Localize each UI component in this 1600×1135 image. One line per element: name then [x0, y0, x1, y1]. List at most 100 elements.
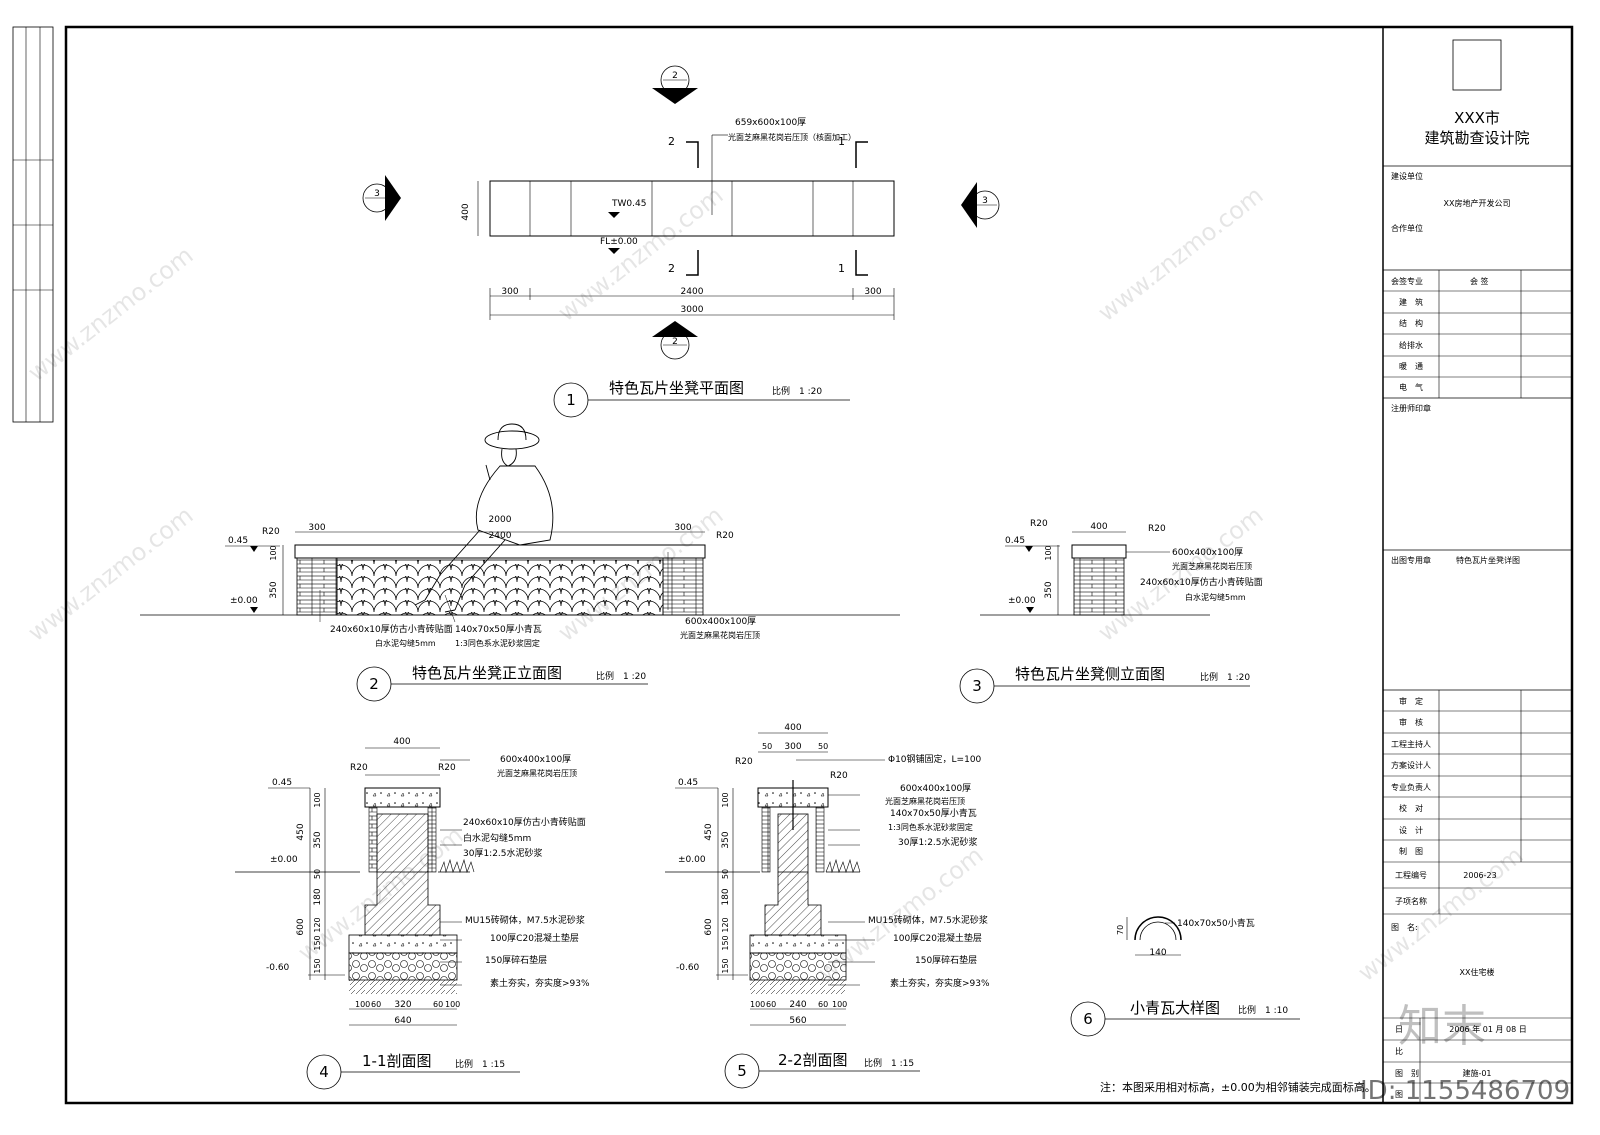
discipline-struct: 结 构 [1399, 318, 1423, 328]
partner-label: 合作单位 [1391, 223, 1423, 233]
s11-note-gravel: 150厚碎石垫层 [485, 954, 547, 966]
view3-number: 3 [972, 677, 982, 695]
plan-dim-300-right: 300 [864, 287, 881, 297]
front-cap [294, 544, 706, 559]
side-dim-100: 100 [1044, 545, 1053, 560]
svg-text:2: 2 [672, 71, 678, 81]
s11-bot-100-b: 100 [445, 1000, 460, 1009]
s22-dim-180: 180 [721, 888, 731, 905]
sheet-border [64, 25, 1574, 1105]
sheet-label: 图 别 [1395, 1069, 1419, 1078]
s11-note-mortar: 30厚1:2.5水泥砂浆 [463, 847, 543, 859]
view5-title: 2-2剖面图 [778, 1051, 848, 1069]
role-draw: 制 图 [1399, 846, 1423, 856]
project-no-label: 工程编号 [1395, 870, 1427, 880]
s11-bot-640: 640 [394, 1016, 411, 1026]
plan-dim-2400: 2400 [681, 287, 704, 297]
front-level-045: 0.45 [228, 536, 248, 546]
front-level-000: ±0.00 [230, 596, 258, 606]
s11-r20-left: R20 [350, 763, 368, 773]
purpose-label: 出图专用章 [1391, 555, 1431, 565]
plan-view: 659x600x100厚 光面芝麻黑花岗岩压顶（核面加工） TW0.45 FL±… [362, 65, 1000, 418]
s22-level-000: ±0.00 [678, 855, 706, 865]
role-check: 校 对 [1399, 803, 1423, 813]
front-dim-2000: 2000 [489, 515, 512, 525]
plan-fl-level: FL±0.00 [600, 237, 638, 247]
sheet-no-label: 图 [1395, 1090, 1403, 1099]
org-city: XXX市 [1454, 109, 1500, 127]
plan-dim-width: 400 [461, 203, 471, 220]
s11-dim-100: 100 [313, 792, 322, 807]
view6-title: 小青瓦大样图 [1130, 999, 1220, 1017]
front-dim-2400: 2400 [489, 531, 512, 541]
s22-dim-50-left: 50 [762, 742, 772, 751]
role-pm: 工程主持人 [1391, 739, 1431, 749]
tile-panel [336, 559, 664, 616]
svg-text:3: 3 [374, 189, 380, 199]
owner-value: XX房地产开发公司 [1444, 198, 1511, 208]
s22-dim-450: 450 [704, 823, 714, 840]
s11-level-045: 0.45 [272, 778, 292, 788]
side-r20-right: R20 [1148, 524, 1166, 534]
s22-dim-400: 400 [784, 723, 801, 733]
discipline-plumb: 给排水 [1399, 340, 1423, 350]
side-note-cap-size: 600x400x100厚 [1172, 547, 1243, 558]
discipline-elec: 电 气 [1399, 382, 1423, 392]
tile-dim-height: 70 [1116, 925, 1125, 935]
front-note-brick: 240x60x10厚仿古小青砖贴面 [330, 623, 453, 635]
plan-dim-300-left: 300 [501, 287, 518, 297]
front-note-cap-size: 600x400x100厚 [685, 616, 756, 627]
s22-r20-right: R20 [830, 771, 848, 781]
view3-title: 特色瓦片坐凳侧立面图 [1015, 665, 1165, 683]
s11-note-cap-material: 光面芝麻黑花岗岩压顶 [497, 768, 577, 778]
s11-dim-50: 50 [313, 869, 322, 879]
plan-section-2-top: 2 [668, 135, 675, 148]
section-2-2-view: 400 50 300 50 R20 R20 0.45 ±0.00 -0.60 4… [665, 723, 990, 1089]
s11-level-m060: -0.60 [266, 963, 290, 973]
s22-dim-120: 120 [721, 917, 730, 932]
view-marker-3-left: 3 [362, 175, 401, 221]
org-name: 建筑勘查设计院 [1424, 129, 1529, 147]
sub-item-label: 子项名称 [1395, 896, 1427, 906]
s11-note-grout: 白水泥勾缝5mm [463, 832, 531, 844]
s22-bot-240: 240 [789, 1000, 806, 1010]
s11-bot-60: 60 [371, 1000, 381, 1009]
s22-note-mortar: 30厚1:2.5水泥砂浆 [898, 836, 978, 848]
view2-scale: 比例 1 :20 [596, 670, 646, 682]
s11-dim-150-b: 150 [313, 958, 322, 973]
project-no-value: 2006-23 [1463, 871, 1496, 880]
tile-detail-view: 140x70x50小青瓦 140 70 6 小青瓦大样图 比例 1 :10 [1070, 916, 1300, 1037]
svg-text:2: 2 [672, 337, 678, 347]
s11-level-000: ±0.00 [270, 855, 298, 865]
plan-tw-level: TW0.45 [611, 199, 646, 209]
view6-scale: 比例 1 :10 [1238, 1004, 1288, 1016]
front-note-tile: 140x70x50厚小青瓦 [455, 623, 542, 635]
front-note-grout: 白水泥勾缝5mm [375, 638, 436, 648]
s22-note-cap-material: 光面芝麻黑花岗岩压顶 [885, 796, 965, 806]
plan-section-1-top: 1 [838, 135, 845, 148]
view5-scale: 比例 1 :15 [864, 1057, 914, 1069]
s22-dim-150-b: 150 [721, 958, 730, 973]
s11-note-brick: 240x60x10厚仿古小青砖贴面 [463, 816, 586, 828]
side-elevation-view: 400 R20 R20 0.45 ±0.00 350 100 600x400x1… [959, 519, 1263, 704]
s11-r20-right: R20 [438, 763, 456, 773]
s11-dim-350: 350 [313, 831, 323, 848]
binding-margin-table [12, 26, 54, 423]
scale-label: 比 [1395, 1046, 1403, 1056]
s22-bot-60-b: 60 [818, 1000, 828, 1009]
front-elevation-view: 0.45 ±0.00 350 100 R20 R20 300 2000 2400… [140, 423, 900, 702]
discipline-hvac: 暖 通 [1399, 361, 1423, 371]
seated-person-figure [414, 423, 554, 613]
side-r20-left: R20 [1030, 519, 1048, 529]
side-note-grout: 白水泥勾缝5mm [1185, 592, 1246, 602]
role-review: 审 核 [1399, 717, 1423, 727]
s22-note-masonry: MU15砖砌体，M7.5水泥砂浆 [868, 914, 988, 926]
reg-stamp-label: 注册师印章 [1391, 403, 1431, 413]
s22-note-cap-size: 600x400x100厚 [900, 783, 971, 794]
s11-dim-450: 450 [296, 823, 306, 840]
s22-note-concrete: 100厚C20混凝土垫层 [893, 932, 982, 944]
view-marker-3-right: 3 [961, 182, 1000, 228]
view1-number: 1 [566, 391, 576, 409]
s22-level-045: 0.45 [678, 778, 698, 788]
